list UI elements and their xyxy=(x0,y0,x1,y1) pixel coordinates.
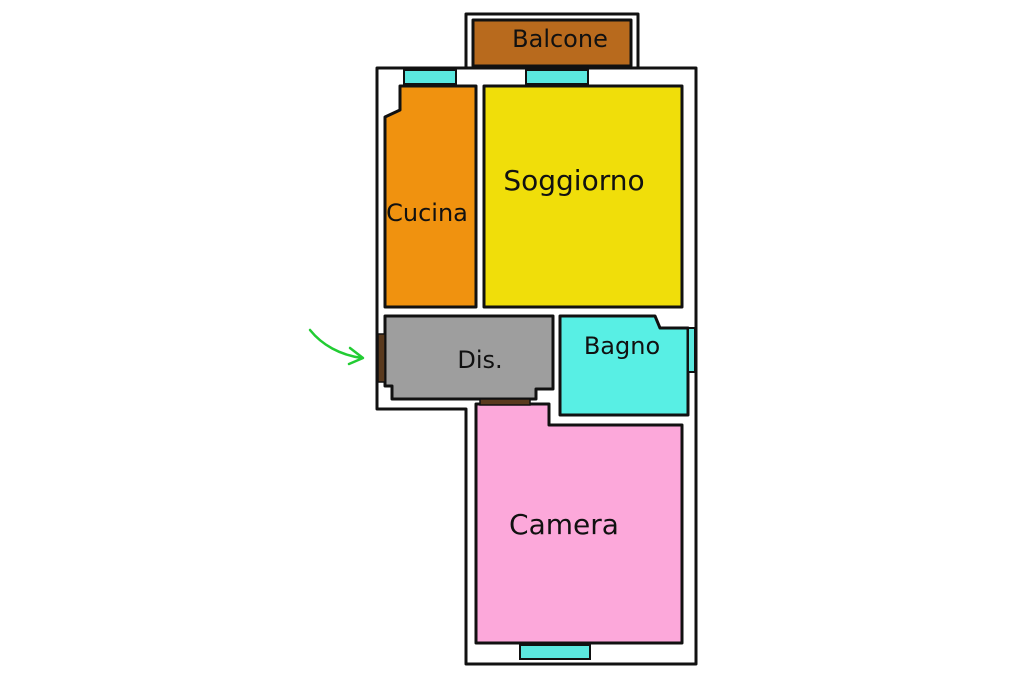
window-cucina xyxy=(403,69,457,85)
entrance-arrow-icon xyxy=(308,328,365,366)
label-camera: Camera xyxy=(509,508,619,541)
room-bagno[interactable] xyxy=(558,314,690,417)
entrance-door[interactable] xyxy=(377,333,386,383)
label-bagno: Bagno xyxy=(584,332,660,360)
window-bagno xyxy=(687,327,696,373)
room-soggiorno[interactable] xyxy=(482,84,684,309)
room-camera[interactable] xyxy=(474,402,684,645)
label-dis: Dis. xyxy=(457,346,502,374)
room-dis[interactable] xyxy=(383,314,555,401)
window-soggiorno xyxy=(525,69,589,85)
room-balcone[interactable] xyxy=(471,18,633,68)
door-camera[interactable] xyxy=(479,398,531,406)
label-balcone: Balcone xyxy=(512,25,608,53)
room-cucina[interactable] xyxy=(383,84,478,309)
label-cucina: Cucina xyxy=(386,199,468,227)
window-camera xyxy=(519,644,591,660)
label-soggiorno: Soggiorno xyxy=(503,164,644,197)
